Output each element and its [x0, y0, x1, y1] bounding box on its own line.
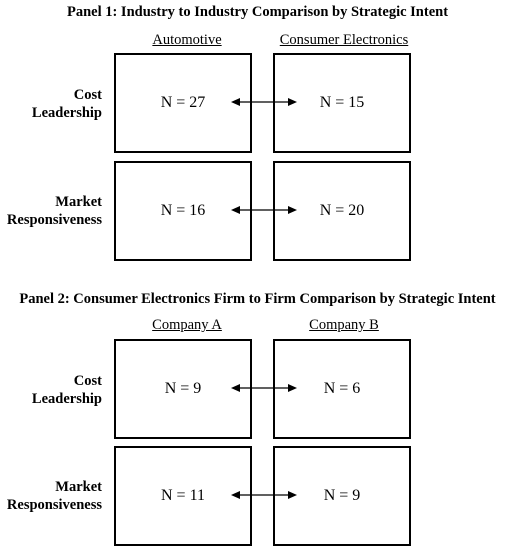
panel-1-title: Panel 1: Industry to Industry Comparison… — [66, 4, 449, 20]
row-label-line: Cost — [73, 373, 102, 389]
row-label-line: Market — [55, 479, 102, 495]
row-label-line: Responsiveness — [6, 212, 102, 228]
panel-1-cell-consumer-electronics-cost-leadership: N = 15 — [273, 53, 411, 153]
panel-1-column-header-consumer-electronics: Consumer Electronics — [279, 32, 409, 48]
row-label-line: Leadership — [31, 105, 102, 121]
double-headed-arrow-icon — [231, 491, 297, 499]
panel-1-column-header-automotive: Automotive — [152, 32, 222, 48]
panel-2-column-header-company-b: Company B — [309, 317, 379, 333]
panel-1-row-label-market-responsiveness: Market Responsiveness — [0, 193, 102, 229]
panel-1-row-label-cost-leadership: Cost Leadership — [0, 86, 102, 122]
double-headed-arrow-icon — [231, 384, 297, 392]
panel-2-cell-company-a-cost-leadership: N = 9 — [114, 339, 252, 439]
panel-2-column-header-company-a: Company A — [152, 317, 222, 333]
panel-1-cell-automotive-cost-leadership: N = 27 — [114, 53, 252, 153]
panel-2-cell-company-b-cost-leadership: N = 6 — [273, 339, 411, 439]
panel-2-title: Panel 2: Consumer Electronics Firm to Fi… — [19, 291, 496, 307]
panel-2-cell-company-b-market-responsiveness: N = 9 — [273, 446, 411, 546]
panel-2-row-label-market-responsiveness: Market Responsiveness — [0, 478, 102, 514]
row-label-line: Cost — [73, 87, 102, 103]
row-label-line: Leadership — [31, 391, 102, 407]
panel-1-cell-automotive-market-responsiveness: N = 16 — [114, 161, 252, 261]
double-headed-arrow-icon — [231, 98, 297, 106]
panel-1-cell-consumer-electronics-market-responsiveness: N = 20 — [273, 161, 411, 261]
row-label-line: Responsiveness — [6, 497, 102, 513]
panel-2-cell-company-a-market-responsiveness: N = 11 — [114, 446, 252, 546]
double-headed-arrow-icon — [231, 206, 297, 214]
panel-2-row-label-cost-leadership: Cost Leadership — [0, 372, 102, 408]
row-label-line: Market — [55, 194, 102, 210]
